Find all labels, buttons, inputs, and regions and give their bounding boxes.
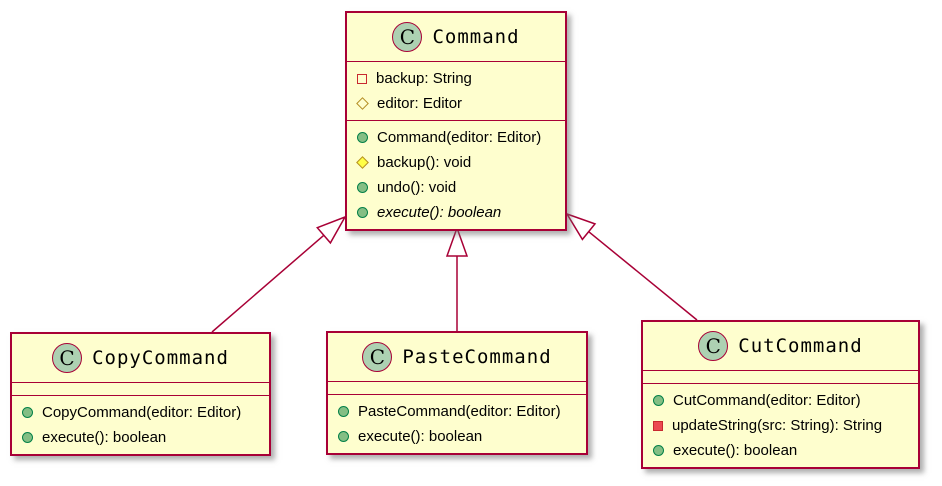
class-name: PasteCommand	[402, 346, 552, 368]
public-method-icon	[357, 207, 368, 218]
public-method-icon	[22, 407, 33, 418]
attribute-row: backup: String	[347, 66, 565, 91]
attributes-section: backup: String editor: Editor	[347, 61, 565, 120]
attributes-section-empty	[328, 381, 586, 394]
method-text: PasteCommand(editor: Editor)	[358, 403, 561, 420]
protected-method-icon	[356, 156, 369, 169]
method-row: CopyCommand(editor: Editor)	[12, 400, 269, 425]
class-header-pastecommand: C PasteCommand	[328, 333, 586, 381]
method-text: execute(): boolean	[358, 428, 483, 445]
method-row: Command(editor: Editor)	[347, 125, 565, 150]
methods-section: PasteCommand(editor: Editor) execute(): …	[328, 394, 586, 453]
class-name: CopyCommand	[92, 347, 229, 369]
attribute-row: editor: Editor	[347, 91, 565, 116]
class-box-command: C Command backup: String editor: Editor …	[345, 11, 567, 231]
class-box-cutcommand: C CutCommand CutCommand(editor: Editor) …	[641, 320, 920, 469]
method-row: backup(): void	[347, 150, 565, 175]
public-method-icon	[338, 406, 349, 417]
method-row: execute(): boolean	[12, 425, 269, 450]
class-badge-icon: C	[52, 343, 83, 373]
public-method-icon	[653, 395, 664, 406]
inheritance-arrow-cutcommand	[565, 212, 698, 321]
method-text: Command(editor: Editor)	[377, 129, 542, 146]
public-method-icon	[653, 445, 664, 456]
method-text: undo(): void	[377, 179, 457, 196]
private-method-icon	[653, 420, 663, 431]
method-row: execute(): boolean	[347, 200, 565, 225]
class-box-pastecommand: C PasteCommand PasteCommand(editor: Edit…	[326, 331, 588, 455]
class-badge-icon: C	[392, 22, 423, 52]
method-row: undo(): void	[347, 175, 565, 200]
class-header-command: C Command	[347, 13, 565, 61]
class-badge-icon: C	[698, 331, 729, 361]
attributes-section-empty	[643, 370, 918, 383]
inheritance-arrow-copycommand	[211, 215, 347, 333]
public-method-icon	[357, 182, 368, 193]
method-text: backup(): void	[377, 154, 472, 171]
attributes-section-empty	[12, 382, 269, 395]
class-header-copycommand: C CopyCommand	[12, 334, 269, 382]
method-text: updateString(src: String): String	[672, 417, 883, 434]
method-row: PasteCommand(editor: Editor)	[328, 399, 586, 424]
method-row: CutCommand(editor: Editor)	[643, 388, 918, 413]
methods-section: CopyCommand(editor: Editor) execute(): b…	[12, 395, 269, 454]
method-text: CopyCommand(editor: Editor)	[42, 404, 242, 421]
private-field-icon	[357, 73, 367, 84]
method-row: execute(): boolean	[328, 424, 586, 449]
class-name: Command	[432, 26, 520, 48]
inheritance-arrow-pastecommand	[445, 225, 469, 331]
public-method-icon	[338, 431, 349, 442]
protected-field-icon	[356, 97, 369, 110]
public-method-icon	[22, 432, 33, 443]
class-name: CutCommand	[738, 335, 863, 357]
class-badge-icon: C	[362, 342, 393, 372]
method-text: CutCommand(editor: Editor)	[673, 392, 861, 409]
class-box-copycommand: C CopyCommand CopyCommand(editor: Editor…	[10, 332, 271, 456]
method-text: execute(): boolean	[673, 442, 798, 459]
method-text: execute(): boolean	[42, 429, 167, 446]
attribute-text: backup: String	[376, 70, 472, 87]
public-method-icon	[357, 132, 368, 143]
abstract-method-text: execute(): boolean	[377, 204, 502, 221]
method-row: execute(): boolean	[643, 438, 918, 463]
methods-section: Command(editor: Editor) backup(): void u…	[347, 120, 565, 229]
method-row: updateString(src: String): String	[643, 413, 918, 438]
class-header-cutcommand: C CutCommand	[643, 322, 918, 370]
attribute-text: editor: Editor	[377, 95, 463, 112]
methods-section: CutCommand(editor: Editor) updateString(…	[643, 383, 918, 467]
